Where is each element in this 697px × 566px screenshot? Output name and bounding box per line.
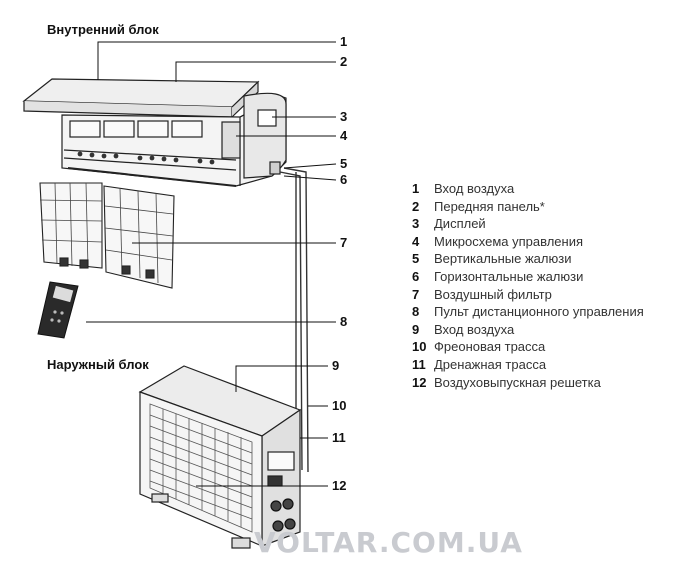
outdoor-unit [138,365,302,549]
indoor-unit [22,78,287,187]
remote-control [37,281,79,339]
legend-item: 9 Вход воздуха [412,321,644,339]
legend-item: 12 Воздуховыпускная решетка [412,374,644,392]
legend-number: 1 [412,181,420,196]
legend-label: Вход воздуха [434,181,515,196]
legend-label: Воздушный фильтр [434,286,552,302]
callout-7: 7 [340,235,348,250]
legend-number: 8 [412,304,420,320]
outdoor-front [139,391,263,547]
legend-number: 4 [412,233,420,249]
air-filter [39,182,175,289]
legend-item: 5 Вертикальные жалюзи [412,250,644,268]
watermark: VOLTAR.COM.UA [254,526,523,559]
callout-10: 10 [332,398,347,413]
callout-5: 5 [340,156,348,171]
legend-item: 10 Фреоновая трасса [412,338,644,356]
legend-label: Вход воздуха [434,321,515,337]
callout-8: 8 [340,314,348,329]
legend-number: 5 [412,251,420,267]
legend-number: 2 [412,198,420,214]
legend-number: 12 [412,374,427,390]
callout-4: 4 [340,128,348,143]
legend-label: Дисплей [434,216,486,232]
callout-9: 9 [332,358,340,373]
vertical-louvre [269,161,281,175]
control-board [221,121,241,159]
legend-number: 11 [412,356,426,372]
leader-lines [86,41,337,487]
callout-1: 1 [340,34,348,49]
legend-item: 11 Дренажная трасса [412,356,644,374]
legend-label: Передняя панель* [434,198,545,214]
legend-label: Горизонтальные жалюзи [434,268,584,284]
legend-label: Дренажная трасса [434,356,547,372]
display [257,109,277,127]
outdoor-unit-heading: Наружный блок [47,357,149,372]
indoor-unit-heading: Внутренний блок [47,22,159,37]
legend-label: Пульт дистанционного управления [434,304,644,320]
legend-item: 6 Горизонтальные жалюзи [412,268,644,286]
callout-6: 6 [340,172,348,187]
callout-3: 3 [340,109,348,124]
legend-item: 2 Передняя панель* [412,198,644,216]
legend-label: Вертикальные жалюзи [434,251,572,267]
exhaust-grille [149,403,253,533]
callout-11: 11 [332,430,346,445]
legend-item: 3 Дисплей [412,215,644,233]
callout-12: 12 [332,478,347,493]
legend-label: Воздуховыпускная решетка [434,374,601,390]
legend-item: 8 Пульт дистанционного управления [412,303,644,321]
legend-item: 7 Воздушный фильтр [412,286,644,304]
legend-number: 9 [412,321,420,337]
legend-item: 1 Вход воздуха [412,180,644,198]
legend-item: 4 Микросхема управления [412,233,644,251]
legend-label: Фреоновая трасса [434,339,546,355]
legend-label: Микросхема управления [434,233,584,249]
legend-number: 6 [412,268,420,284]
legend-number: 10 [412,339,427,355]
legend-number: 3 [412,216,420,232]
legend-number: 7 [412,286,420,302]
callout-2: 2 [340,54,348,69]
